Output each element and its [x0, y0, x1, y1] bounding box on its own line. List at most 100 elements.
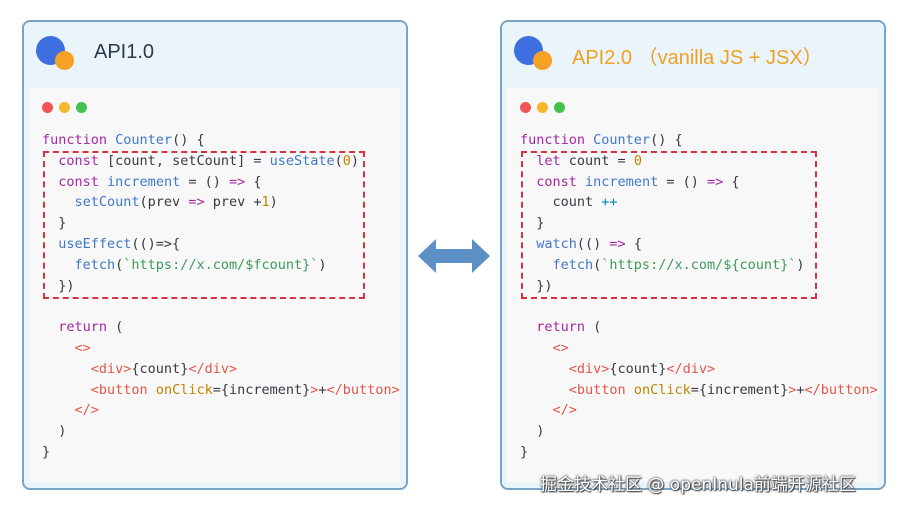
code-token: [count, setCount] = — [107, 152, 270, 169]
close-dot-icon — [520, 102, 531, 113]
code-line: }) — [42, 276, 400, 297]
panel-title: API1.0 — [94, 41, 155, 63]
code-token: {count} — [131, 360, 189, 377]
code-line: let count = 0 — [520, 151, 878, 172]
code-token: { — [245, 173, 262, 190]
logo-icon — [36, 36, 76, 76]
code-token: `https://x.com/${count}` — [601, 256, 797, 273]
code-token: ) — [796, 256, 805, 273]
code-token: } — [42, 215, 67, 232]
code-token: const — [58, 152, 108, 169]
code-token: setCount — [74, 194, 140, 211]
code-token — [520, 402, 553, 418]
code-token: ) — [520, 423, 545, 440]
code-token: increment — [585, 173, 659, 190]
code-line: </> — [42, 400, 400, 421]
code-token: > — [310, 381, 319, 398]
code-line: }) — [520, 276, 878, 297]
code-token: }) — [520, 277, 553, 294]
code-line: } — [42, 442, 400, 463]
code-token: } — [520, 443, 529, 460]
code-token: ) — [42, 423, 67, 440]
code-block: function Counter() { const [count, setCo… — [42, 130, 400, 463]
code-token — [42, 361, 91, 377]
code-token: => — [706, 173, 724, 190]
code-token: </button> — [804, 381, 878, 398]
code-token: ) — [350, 152, 360, 169]
code-line: return ( — [42, 317, 400, 338]
code-token — [42, 340, 75, 356]
code-token: <button — [568, 381, 634, 398]
maximize-dot-icon — [554, 102, 565, 113]
window-dots — [42, 98, 93, 117]
code-line: const increment = () => { — [520, 172, 878, 193]
code-token: + — [796, 381, 805, 398]
panel-api1: API1.0 function Counter() { const [count… — [22, 20, 408, 490]
minimize-dot-icon — [59, 102, 70, 113]
code-line: } — [520, 442, 878, 463]
code-line: fetch(`https://x.com/$fcount}`) — [42, 255, 400, 276]
code-token: 0 — [633, 152, 642, 169]
code-token: => — [188, 194, 205, 211]
code-token: {count} — [609, 360, 667, 377]
code-line: const [count, setCount] = useState(0) — [42, 151, 400, 172]
code-line — [42, 296, 400, 317]
double-arrow-icon — [418, 239, 490, 273]
code-token: </> — [552, 402, 577, 419]
code-token: fetch — [74, 256, 116, 273]
code-token: <> — [552, 339, 569, 356]
code-token — [42, 382, 91, 398]
watermark: 掘金技术社区 @ openInula前端开源社区 — [540, 475, 856, 495]
code-token: 1 — [261, 194, 270, 211]
code-line: return ( — [520, 317, 878, 338]
code-line: function Counter() { — [520, 130, 878, 151]
code-token: ={increment} — [212, 381, 311, 398]
code-line: ) — [520, 421, 878, 442]
code-token: 0 — [342, 152, 351, 169]
code-token: () { — [650, 132, 683, 148]
code-token: let — [536, 152, 569, 169]
code-token: prev + — [204, 194, 262, 211]
code-token: ( — [115, 256, 124, 273]
code-line: <button onClick={increment}>+</button> — [42, 380, 400, 401]
code-token: ++ — [601, 194, 618, 211]
code-token: }) — [42, 277, 75, 294]
code-token: ) — [269, 194, 278, 211]
highlight-box — [43, 151, 365, 299]
code-token: { — [625, 235, 642, 252]
maximize-dot-icon — [76, 102, 87, 113]
code-token: = () — [658, 173, 707, 190]
code-line: } — [520, 213, 878, 234]
code-token: useState — [269, 152, 335, 169]
code-token: return — [536, 319, 586, 336]
minimize-dot-icon — [537, 102, 548, 113]
code-line: watch(() => { — [520, 234, 878, 255]
code-token: => — [228, 173, 246, 190]
logo-icon — [514, 36, 554, 76]
code-token: onClick — [155, 381, 213, 398]
code-token: { — [723, 173, 740, 190]
code-token: ={increment} — [690, 381, 789, 398]
code-token: increment — [107, 173, 181, 190]
code-token: (()=>{ — [131, 235, 181, 252]
code-token — [520, 340, 553, 356]
code-token: ( — [334, 152, 343, 169]
code-token: function — [520, 132, 594, 148]
code-token: <button — [90, 381, 156, 398]
panel-header: API2.0 （vanilla JS + JSX） — [502, 22, 884, 86]
code-token: </> — [74, 402, 99, 419]
code-line: <div>{count}</div> — [520, 359, 878, 380]
panel-header: API1.0 — [24, 22, 406, 86]
code-block: function Counter() { let count = 0 const… — [520, 130, 878, 463]
code-window: function Counter() { const [count, setCo… — [29, 88, 400, 482]
code-token: </div> — [188, 360, 238, 377]
code-line: setCount(prev => prev +1) — [42, 192, 400, 213]
code-token: const — [536, 173, 586, 190]
code-token: () { — [172, 132, 205, 148]
code-token: <div> — [90, 360, 132, 377]
code-token: <div> — [568, 360, 610, 377]
code-token: ( — [585, 319, 602, 336]
code-token: count = — [568, 152, 634, 169]
panel-api2: API2.0 （vanilla JS + JSX） function Count… — [500, 20, 886, 490]
close-dot-icon — [42, 102, 53, 113]
